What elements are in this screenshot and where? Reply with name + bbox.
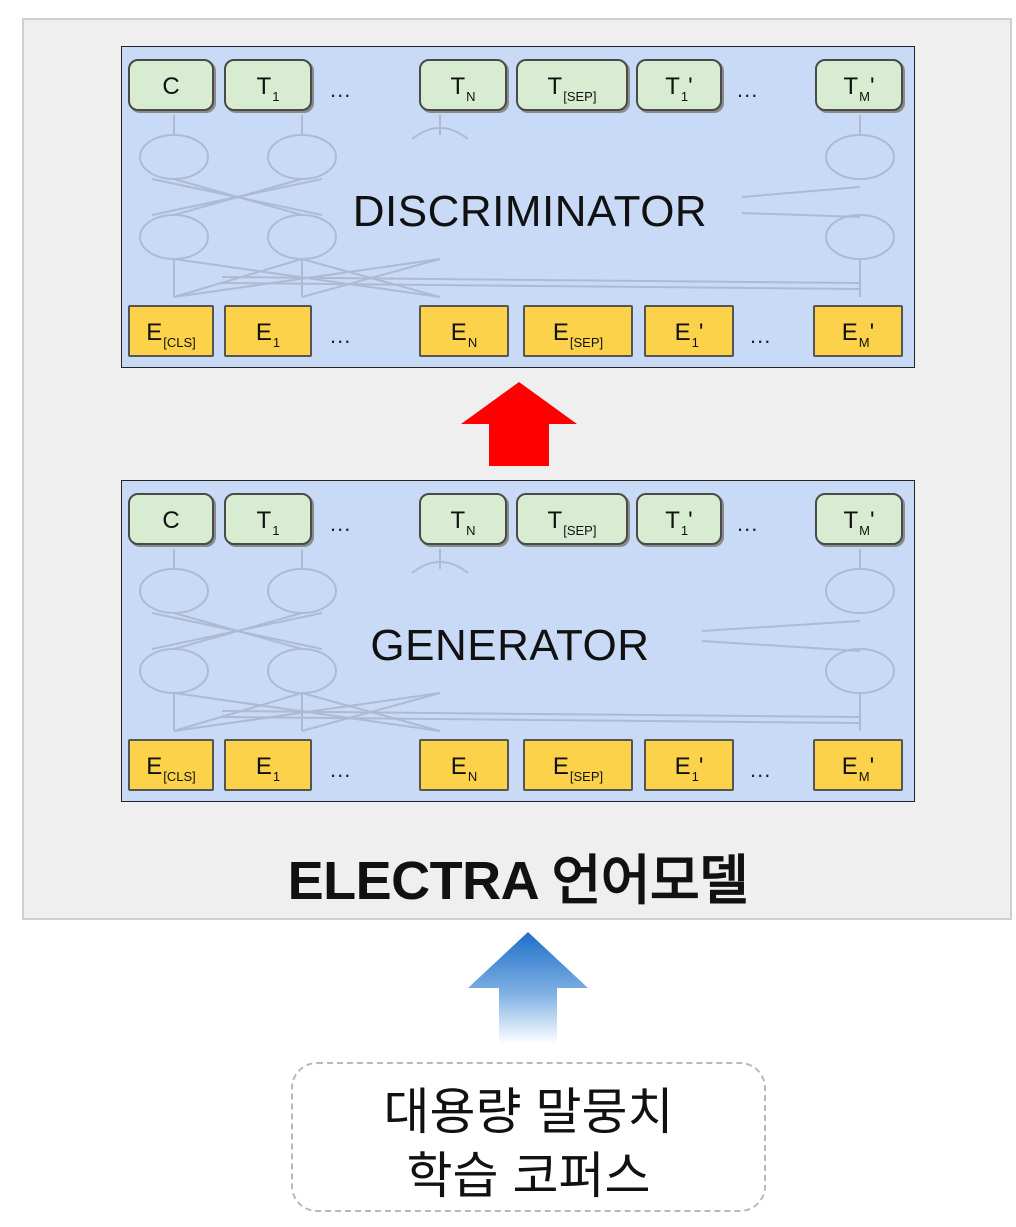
output-ellipsis: ... [330,511,352,536]
input-ellipsis: ... [330,757,352,782]
generator-title: GENERATOR [370,621,650,670]
token-label: T [665,507,680,534]
token-prime: ' [869,73,875,100]
input-embedding-en: EN [419,739,509,791]
embedding-label: E [450,319,467,346]
input-embedding-em-prime: EM' [813,305,903,357]
training-corpus-box: 대용량 말뭉치 학습 코퍼스 [291,1062,766,1212]
output-ellipsis: ... [737,77,759,102]
token-label: T [843,507,859,534]
output-token-t1: T1 [224,59,312,111]
input-embedding-e1-prime: E1' [644,739,734,791]
embedding-subscript: 1 [691,769,699,784]
input-embedding-cls: E[CLS] [128,305,214,357]
token-label: T [843,73,859,100]
embedding-prime: ' [869,753,875,780]
input-embedding-e1: E1 [224,739,312,791]
embedding-label: E [146,753,163,780]
output-token-tn: TN [419,59,507,111]
output-ellipsis: ... [330,77,352,102]
input-embedding-e1: E1 [224,305,312,357]
token-label: T [450,507,466,534]
token-label: T [256,73,272,100]
token-subscript: 1 [680,523,689,538]
generator-panel: GENERATOR C T1 ... TN T[SEP] T1' ... TM'… [121,480,915,802]
embedding-label: E [552,319,569,346]
input-embedding-en: EN [419,305,509,357]
embedding-label: E [255,753,272,780]
blue-up-arrow [468,932,588,1044]
embedding-subscript: [CLS] [163,335,196,350]
input-embedding-sep: E[SEP] [523,739,633,791]
embedding-label: E [255,319,272,346]
output-token-tsep: T[SEP] [516,59,628,111]
token-subscript: M [859,523,870,538]
embedding-subscript: [CLS] [163,769,196,784]
red-up-arrow [461,382,577,466]
embedding-subscript: 1 [691,335,699,350]
output-token-c: C [128,493,214,545]
token-prime: ' [688,507,693,534]
token-prime: ' [869,507,875,534]
embedding-subscript: 1 [272,769,281,784]
token-label: T [450,73,466,100]
input-embedding-e1-prime: E1' [644,305,734,357]
corpus-line-2: 학습 코퍼스 [406,1148,651,1204]
token-subscript: 1 [272,523,280,538]
discriminator-panel: DISCRIMINATOR C T1 ... TN T[SEP] T1' ...… [121,46,915,368]
embedding-label: E [146,319,163,346]
input-embedding-cls: E[CLS] [128,739,214,791]
discriminator-title: DISCRIMINATOR [352,187,708,236]
output-token-t1-prime: T1' [636,493,722,545]
corpus-line-1: 대용량 말뭉치 [383,1084,674,1140]
embedding-prime: ' [869,319,875,346]
embedding-subscript: 1 [272,335,281,350]
embedding-subscript: M [858,769,870,784]
input-ellipsis: ... [750,757,772,782]
token-label: C [162,507,180,534]
input-ellipsis: ... [750,323,772,348]
output-ellipsis: ... [737,511,759,536]
token-subscript: N [466,89,476,104]
embedding-prime: ' [698,319,704,346]
token-label: T [547,507,563,534]
output-token-t1-prime: T1' [636,59,722,111]
token-label: T [547,73,563,100]
token-subscript: [SEP] [563,523,597,538]
output-token-t1: T1 [224,493,312,545]
token-label: T [256,507,272,534]
discriminator-network-graphic [139,115,895,298]
embedding-label: E [450,753,467,780]
token-prime: ' [688,73,693,100]
token-subscript: M [859,89,870,104]
token-subscript: [SEP] [563,89,597,104]
output-token-tm-prime: TM' [815,59,903,111]
embedding-label: E [841,319,858,346]
embedding-label: E [552,753,569,780]
output-token-tn: TN [419,493,507,545]
embedding-subscript: [SEP] [569,335,604,350]
token-label: C [162,73,180,100]
embedding-prime: ' [698,753,704,780]
embedding-label: E [674,753,691,780]
embedding-label: E [841,753,858,780]
token-subscript: 1 [680,89,689,104]
token-subscript: 1 [272,89,280,104]
embedding-subscript: N [467,335,478,350]
embedding-subscript: M [858,335,870,350]
embedding-subscript: [SEP] [569,769,604,784]
embedding-subscript: N [467,769,478,784]
output-token-tsep: T[SEP] [516,493,628,545]
input-embedding-sep: E[SEP] [523,305,633,357]
electra-model-label: ELECTRA 언어모델 [287,851,749,911]
input-ellipsis: ... [330,323,352,348]
token-label: T [665,73,680,100]
output-token-c: C [128,59,214,111]
output-token-tm-prime: TM' [815,493,903,545]
token-subscript: N [466,523,476,538]
generator-network-graphic [139,549,895,732]
input-embedding-em-prime: EM' [813,739,903,791]
embedding-label: E [674,319,691,346]
